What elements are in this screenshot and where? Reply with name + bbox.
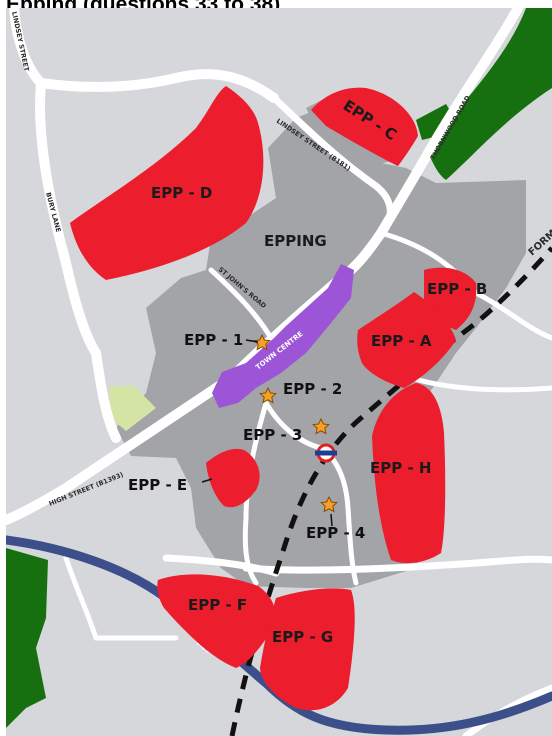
zone-label-a: EPP - A bbox=[371, 332, 432, 350]
zone-c bbox=[311, 87, 418, 166]
zone-label-d: EPP - D bbox=[151, 184, 212, 202]
zone-label-e: EPP - E bbox=[128, 476, 187, 494]
woodland-east-strip bbox=[416, 104, 456, 140]
leader-line-1 bbox=[245, 339, 259, 343]
epping-map: TOWN CENTRE M25 LINDSEY STREET LINDSEY S… bbox=[6, 8, 552, 736]
road-bottom-left bbox=[63, 555, 179, 641]
woodland-south-west bbox=[6, 548, 48, 728]
zone-e bbox=[206, 448, 260, 508]
woodland-north-east bbox=[426, 8, 552, 180]
site-label-4: EPP - 4 bbox=[306, 524, 365, 542]
zone-label-f: EPP - F bbox=[188, 596, 247, 614]
leader-line-4 bbox=[330, 513, 333, 527]
open-space bbox=[109, 386, 156, 431]
site-label-2: EPP - 2 bbox=[283, 380, 342, 398]
zone-d bbox=[70, 86, 264, 280]
zone-h bbox=[372, 383, 446, 564]
road-far-east bbox=[473, 290, 552, 341]
star-icon bbox=[312, 417, 330, 435]
zone-label-b: EPP - B bbox=[427, 280, 487, 298]
zone-label-g: EPP - G bbox=[272, 628, 333, 646]
woodland-areas bbox=[6, 8, 552, 728]
star-icon bbox=[320, 495, 338, 513]
star-icon bbox=[259, 386, 277, 404]
place-label-epping: EPPING bbox=[264, 232, 327, 250]
zone-g bbox=[260, 588, 355, 711]
site-markers bbox=[253, 333, 338, 513]
road-bury-lane bbox=[35, 78, 121, 443]
town-centre bbox=[212, 264, 354, 408]
zone-f bbox=[157, 574, 276, 668]
road-network bbox=[6, 8, 552, 736]
road-st-johns bbox=[208, 267, 274, 341]
site-label-3: EPP - 3 bbox=[243, 426, 302, 444]
zone-label-h: EPP - H bbox=[370, 459, 431, 477]
underground-roundel-icon bbox=[315, 443, 337, 463]
zone-a bbox=[357, 292, 456, 388]
road-south-west-2 bbox=[162, 554, 280, 577]
site-label-1: EPP - 1 bbox=[184, 331, 243, 349]
allocation-zones bbox=[70, 86, 477, 711]
leader-line-e bbox=[201, 478, 213, 483]
road-lindsey-street-west bbox=[9, 8, 279, 103]
leader-lines bbox=[201, 339, 333, 527]
star-icon bbox=[253, 333, 271, 351]
road-thornwood bbox=[336, 8, 523, 283]
road-south bbox=[242, 555, 552, 574]
road-south-link bbox=[263, 400, 359, 586]
